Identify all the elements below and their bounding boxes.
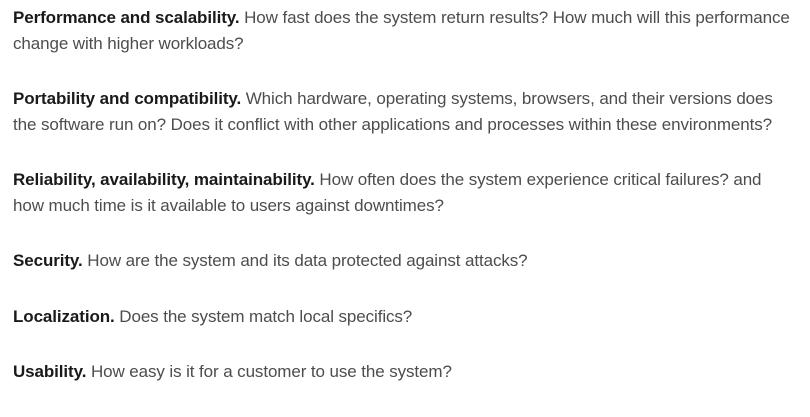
paragraph-security: Security. How are the system and its dat… <box>13 248 795 274</box>
description-reliability-availability-maintainability: How often does the system experience cri… <box>13 170 762 215</box>
description-usability: How easy is it for a customer to use the… <box>90 362 452 381</box>
description-security: How are the system and its data protecte… <box>87 251 528 270</box>
description-portability-compatibility: Which hardware, operating systems, brows… <box>13 89 773 134</box>
term-localization: Localization. <box>13 306 115 326</box>
description-localization: Does the system match local specifics? <box>119 306 413 326</box>
term-usability: Usability. <box>13 362 87 381</box>
term-reliability-availability-maintainability: Reliability, availability, maintainabili… <box>13 170 315 189</box>
term-performance-scalability: Performance and scalability. <box>13 8 240 27</box>
paragraph-reliability-availability-maintainability: Reliability, availability, maintainabili… <box>13 167 795 218</box>
paragraph-performance-scalability: Performance and scalability. How fast do… <box>13 5 795 56</box>
term-portability-compatibility: Portability and compatibility. <box>13 89 242 108</box>
paragraph-portability-compatibility: Portability and compatibility. Which har… <box>13 86 795 137</box>
paragraph-usability: Usability. How easy is it for a customer… <box>13 359 795 385</box>
term-security: Security. <box>13 251 83 270</box>
description-performance-scalability: How fast does the system return results?… <box>13 8 790 53</box>
paragraph-localization: Localization. Does the system match loca… <box>13 304 795 330</box>
